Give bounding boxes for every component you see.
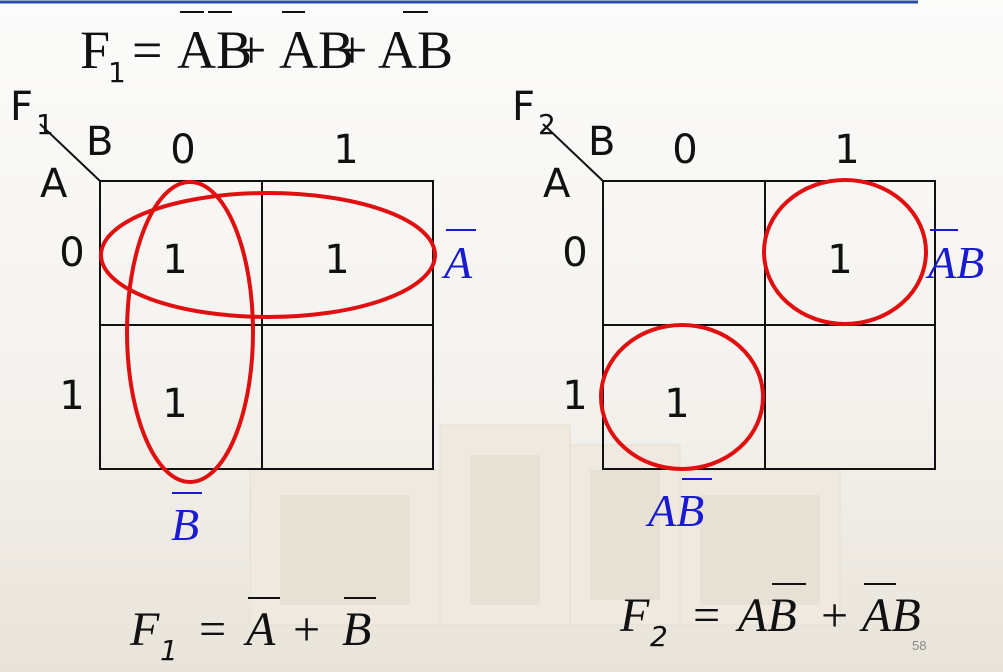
background-building [249,424,841,626]
result-f2-term2: AB [859,589,921,642]
result-f2-term1: AB [735,589,797,642]
kmap1-col-head-0: 0 [170,127,195,173]
kmap2-row-head-1: 1 [562,373,587,419]
kmap1-cell-01: 1 [324,237,349,283]
kmap2-col-head-0: 0 [672,127,697,173]
kmap2-func: F [512,84,535,130]
top-formula-plus1: + [236,20,266,80]
result-f2-eq: = [690,589,722,642]
kmap1-func: F [10,84,33,130]
kmap1-loop-label-col: B [171,499,199,550]
result-f1-term2: B [342,603,371,656]
result-f1-eq: = [196,603,228,656]
top-formula-lhs: F [80,20,110,80]
kmap2-func-sub: 2 [538,108,556,141]
top-formula-term1: AB [177,20,252,80]
top-formula: F 1 = AB + AB + AB [80,11,453,89]
kmap1-loop-label-row: A [441,237,473,288]
kmap1-row-var: A [40,161,68,207]
kmap2-loop-label-b: AB [645,485,704,536]
result-f2-lhs: F [619,589,650,642]
kmap1-cell-10: 1 [162,381,187,427]
result-f2-plus: + [818,589,850,642]
kmap1-col-head-1: 1 [333,127,358,173]
kmap2-loop-a [762,178,928,326]
kmap2-loop-label-a: AB [925,237,984,288]
kmap1-cell-00: 1 [162,237,187,283]
kmap1-row-head-0: 0 [59,230,84,276]
page-number: 58 [912,638,926,653]
kmap1-corner-diagonal [39,123,101,182]
result-f1-plus: + [290,603,322,656]
top-formula-term2: AB [279,20,354,80]
kmap2-col-head-1: 1 [834,127,859,173]
top-formula-eq: = [132,20,162,80]
kmap2-loop-b [599,323,765,471]
result-f2: F 2 = AB + AB [619,583,921,653]
result-f1: F 1 = A + B [129,597,376,667]
kmap2-cell-10: 1 [664,381,689,427]
kmap1-col-var: B [86,119,113,165]
kmap2-row-var: A [543,161,571,207]
result-f2-lhs-sub: 2 [650,620,668,653]
kmap1-row-head-1: 1 [59,373,84,419]
kmap2-corner-diagonal [542,123,604,182]
kmap1-loop-col0 [125,180,255,484]
kmap2-row-head-0: 0 [562,230,587,276]
top-formula-lhs-sub: 1 [108,56,126,89]
kmap2-col-var: B [588,119,615,165]
kmap2-cell-01: 1 [827,237,852,283]
kmap1-loop-row0 [99,191,437,319]
result-f1-lhs: F [129,603,160,656]
kmap1-func-sub: 1 [36,108,54,141]
top-formula-plus2: + [337,20,367,80]
top-formula-term3: AB [378,20,453,80]
kmap-f2: F 2 B A 0 1 0 1 1 1 AB AB [512,84,984,536]
result-f1-term1: A [243,603,276,656]
kmap-f1: F 1 B A 0 1 0 1 1 1 1 A B [10,84,476,550]
result-f1-lhs-sub: 1 [160,634,178,667]
